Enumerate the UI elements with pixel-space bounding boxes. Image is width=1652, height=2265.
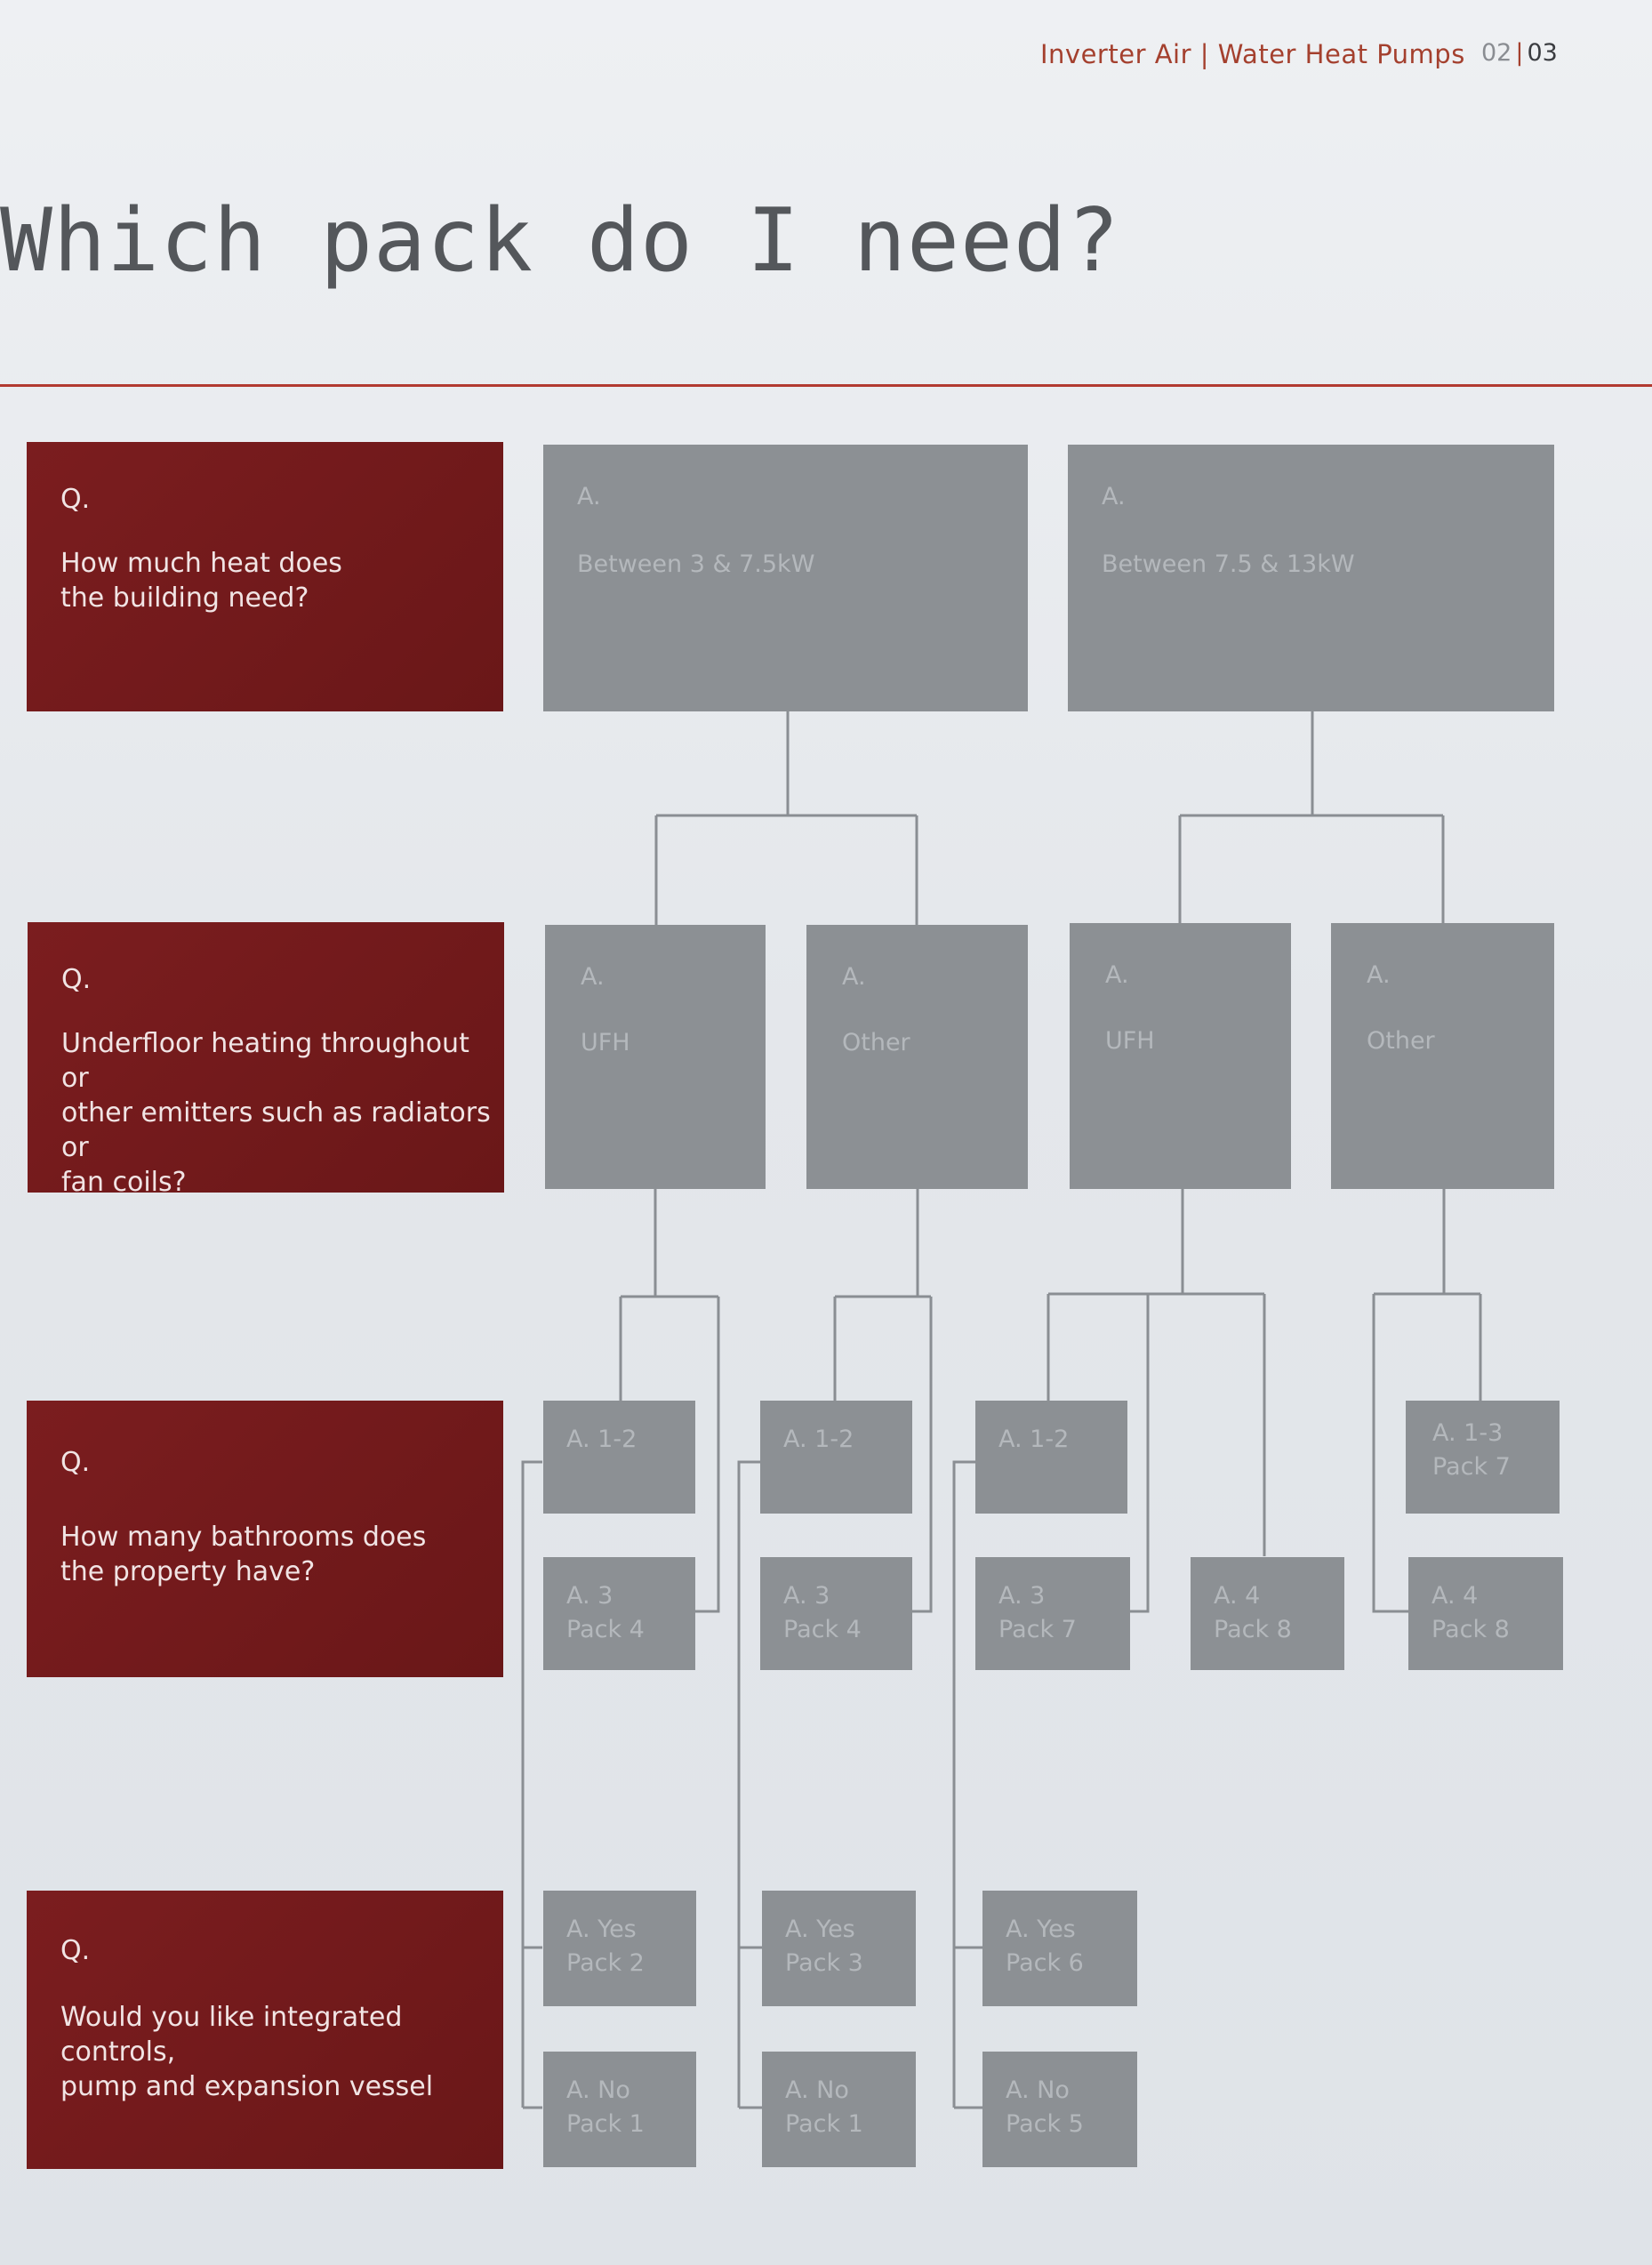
pack-name: Pack 2 [566, 1949, 645, 1977]
question-label: Q. [61, 964, 92, 995]
answer-label: A. 4 [1431, 1582, 1479, 1610]
answer-label: A. Yes [566, 1916, 637, 1943]
question-text: Underfloor heating throughout or other e… [61, 1028, 491, 1198]
answer-heat-3-7-5kw: A. Between 3 & 7.5kW [543, 445, 1028, 711]
pack-name: Pack 4 [566, 1616, 645, 1643]
pack-name: Pack 1 [566, 2110, 645, 2138]
page-title: Which pack do I need? [0, 190, 1121, 292]
page-number-current: 02 [1481, 39, 1512, 67]
answer-label: A. No [566, 2076, 630, 2104]
answer-bathrooms-3: A. 3 Pack 4 [543, 1557, 695, 1670]
answer-bathrooms-1-2: A. 1-2 [975, 1401, 1127, 1514]
question-text: How much heat does the building need? [60, 548, 342, 614]
answer-other-low: A. Other [806, 925, 1028, 1189]
pack-name: Pack 6 [1006, 1949, 1084, 1977]
answer-label: A. 1-2 [783, 1426, 854, 1453]
pack-name: Pack 8 [1431, 1616, 1510, 1643]
question-text: Would you like integrated controls, pump… [60, 2002, 434, 2102]
answer-heat-7-5-13kw: A. Between 7.5 & 13kW [1068, 445, 1554, 711]
pack-name: Pack 8 [1214, 1616, 1292, 1643]
question-heat-requirement: Q. How much heat does the building need? [27, 442, 503, 711]
question-emitter-type: Q. Underfloor heating throughout or othe… [28, 922, 504, 1198]
pack-name: Pack 3 [785, 1949, 863, 1977]
question-integrated-controls: Q. Would you like integrated controls, p… [27, 1891, 503, 2169]
page-numbers: 02|03 [1481, 39, 1558, 67]
answer-label: A. 1-2 [566, 1426, 638, 1453]
answer-label: A. 3 [783, 1582, 830, 1610]
answer-label: A. [842, 963, 866, 991]
question-label: Q. [60, 1935, 91, 1966]
pack-name: Pack 4 [783, 1616, 862, 1643]
answer-bathrooms-1-3: A. 1-3 Pack 7 [1406, 1401, 1560, 1514]
answer-text: Between 7.5 & 13kW [1102, 550, 1355, 578]
answer-text: Other [1367, 1027, 1435, 1055]
answer-controls-no: A. No Pack 1 [543, 2052, 696, 2167]
pack-name: Pack 1 [785, 2110, 863, 2138]
page-number-next: 03 [1527, 39, 1558, 67]
answer-controls-no: A. No Pack 5 [982, 2052, 1137, 2167]
answer-other-high: A. Other [1331, 923, 1554, 1189]
answer-text: UFH [581, 1029, 630, 1056]
answer-controls-no: A. No Pack 1 [762, 2052, 916, 2167]
answer-label: A. 1-3 [1432, 1419, 1504, 1447]
answer-bathrooms-4: A. 4 Pack 8 [1408, 1557, 1563, 1670]
answer-label: A. 3 [998, 1582, 1046, 1610]
answer-text: Between 3 & 7.5kW [577, 550, 815, 578]
answer-bathrooms-3: A. 3 Pack 4 [760, 1557, 912, 1670]
answer-label: A. Yes [785, 1916, 855, 1943]
answer-label: A. Yes [1006, 1916, 1076, 1943]
answer-bathrooms-1-2: A. 1-2 [543, 1401, 695, 1514]
answer-controls-yes: A. Yes Pack 6 [982, 1891, 1137, 2006]
answer-text: UFH [1105, 1027, 1155, 1055]
answer-bathrooms-3: A. 3 Pack 7 [975, 1557, 1130, 1670]
question-text: How many bathrooms does the property hav… [60, 1522, 427, 1587]
answer-label: A. 1-2 [998, 1426, 1070, 1453]
answer-label: A. No [1006, 2076, 1070, 2104]
answer-controls-yes: A. Yes Pack 2 [543, 1891, 696, 2006]
answer-text: Other [842, 1029, 910, 1056]
pack-name: Pack 7 [998, 1616, 1077, 1643]
answer-bathrooms-1-2: A. 1-2 [760, 1401, 912, 1514]
answer-label: A. [1105, 961, 1129, 989]
answer-label: A. [581, 963, 605, 991]
answer-label: A. [1102, 483, 1126, 510]
pack-name: Pack 5 [1006, 2110, 1084, 2138]
pack-name: Pack 7 [1432, 1453, 1511, 1481]
answer-label: A. 3 [566, 1582, 613, 1610]
answer-bathrooms-4: A. 4 Pack 8 [1191, 1557, 1344, 1670]
answer-label: A. 4 [1214, 1582, 1261, 1610]
answer-ufh-high: A. UFH [1070, 923, 1291, 1189]
page-number-separator: | [1515, 39, 1524, 67]
answer-label: A. No [785, 2076, 849, 2104]
answer-controls-yes: A. Yes Pack 3 [762, 1891, 916, 2006]
header-series-title: Inverter Air | Water Heat Pumps [1040, 39, 1465, 69]
answer-label: A. [577, 483, 601, 510]
answer-ufh-low: A. UFH [545, 925, 766, 1189]
question-bathroom-count: Q. How many bathrooms does the property … [27, 1401, 503, 1677]
answer-label: A. [1367, 961, 1391, 989]
title-divider [0, 384, 1652, 387]
question-label: Q. [60, 484, 91, 515]
question-label: Q. [60, 1447, 91, 1478]
